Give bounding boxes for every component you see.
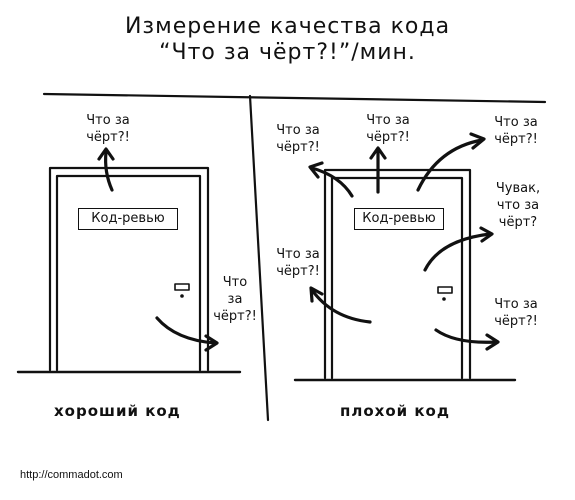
bad-wtf-left: Что за чёрт?! [276, 247, 320, 279]
bad-code-caption: плохой код [340, 402, 450, 420]
bad-door-handle [437, 286, 453, 294]
good-code-caption: хороший код [54, 402, 181, 420]
bad-arrow-left-head [309, 286, 324, 303]
good-arrow-up-head [97, 147, 115, 161]
good-door [16, 166, 242, 374]
bad-arrow-topleft-head [308, 161, 324, 179]
bad-wtf-top: Что за чёрт?! [366, 113, 410, 145]
ceiling-line [42, 92, 547, 104]
bad-arrow-midright [423, 232, 492, 272]
good-door-handle [174, 283, 190, 291]
good-door-keyhole [180, 294, 184, 298]
bad-wtf-topright: Что за чёрт?! [494, 115, 538, 147]
divider-line [248, 94, 270, 422]
source-url: http://commadot.com [20, 469, 123, 481]
bad-door [293, 168, 517, 382]
bad-wtf-topleft: Что за чёрт?! [276, 123, 320, 155]
good-wtf-right: Что за чёрт?! [213, 275, 257, 324]
good-arrow-right-head [204, 334, 219, 352]
bad-door-sign: Код-ревью [354, 208, 444, 230]
title-line-1: Измерение качества кода [124, 14, 451, 39]
bad-arrow-topleft [310, 166, 354, 198]
bad-arrow-topright-head [469, 132, 486, 150]
bad-arrow-left [310, 288, 372, 324]
bad-arrow-topright [416, 138, 484, 192]
good-wtf-top: Что за чёрт?! [86, 113, 130, 145]
good-arrow-right [155, 316, 217, 345]
bad-arrow-midright-head [479, 226, 494, 243]
bad-wtf-dude: Чувак, что за чёрт? [495, 181, 541, 230]
good-arrow-up [104, 150, 114, 192]
bad-wtf-lowright: Что за чёрт?! [494, 297, 538, 329]
bad-door-keyhole [442, 297, 446, 301]
bad-arrow-lowright [434, 328, 498, 344]
good-door-sign: Код-ревью [78, 208, 178, 230]
title-line-2: “Что за чёрт?!”/мин. [159, 40, 416, 65]
bad-arrow-up-head [369, 146, 387, 160]
bad-arrow-lowright-head [485, 333, 500, 351]
